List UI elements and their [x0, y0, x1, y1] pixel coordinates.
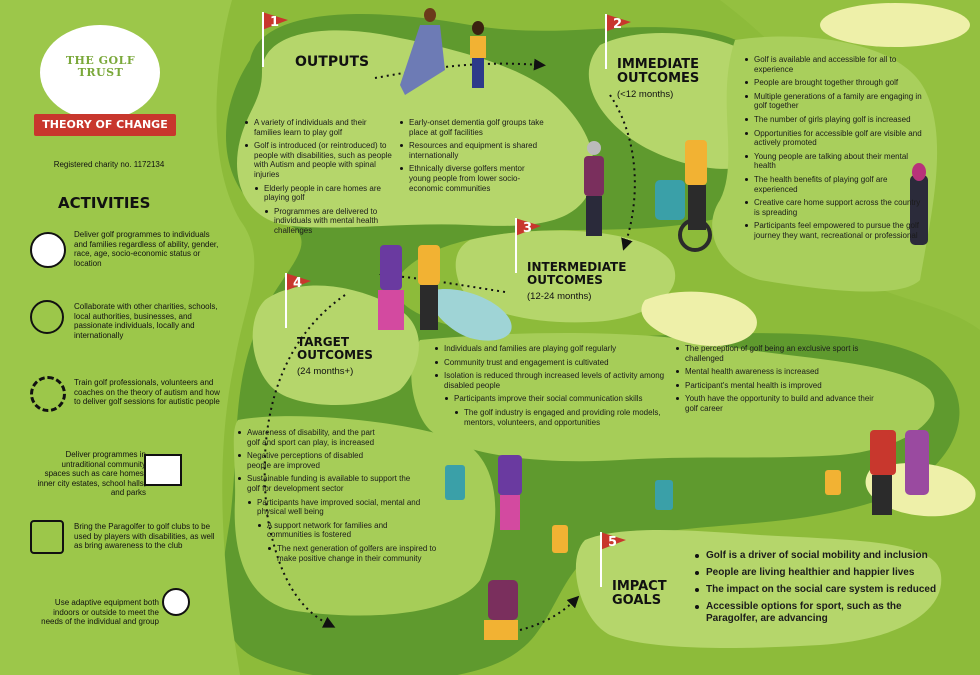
- list-item: Young people are talking about their men…: [745, 152, 925, 171]
- flag-number: 3: [523, 221, 533, 236]
- list-item: A support network for families and commu…: [258, 521, 427, 540]
- golf-club-icon: [162, 588, 190, 616]
- golf-ball-icon: [30, 232, 66, 268]
- activity-item: Collaborate with other charities, school…: [74, 302, 218, 340]
- list-item: Community trust and engagement is cultiv…: [435, 358, 665, 368]
- list-item: Multiple generations of a family are eng…: [745, 92, 925, 111]
- activity-item: Use adaptive equipment both indoors or o…: [41, 598, 159, 627]
- impact-title-line1: IMPACT: [612, 579, 667, 594]
- banner-text: THEORY OF CHANGE: [42, 118, 168, 131]
- activity-item: Deliver golf programmes to individuals a…: [74, 230, 219, 268]
- flag-4: 4: [285, 273, 315, 328]
- globe-person-icon: [30, 300, 64, 334]
- intermediate-left-list: Individuals and families are playing gol…: [435, 344, 665, 431]
- list-item: Youth have the opportunity to build and …: [676, 394, 881, 413]
- intermediate-title-line1: INTERMEDIATE: [527, 260, 627, 274]
- outputs-green: [237, 30, 594, 228]
- paragolfer-icon: [30, 520, 64, 554]
- outputs-left-list: A variety of individuals and their famil…: [245, 118, 395, 240]
- list-item: Programmes are delivered to individuals …: [265, 207, 395, 236]
- flag-5: 5: [600, 532, 630, 587]
- list-item: Awareness of disability, and the part go…: [238, 428, 387, 447]
- impact-title: IMPACT GOALS: [612, 580, 667, 607]
- list-item: People are brought together through golf: [745, 78, 925, 88]
- activity-item: Deliver programmes in untraditional comm…: [37, 450, 147, 498]
- list-item: A variety of individuals and their famil…: [245, 118, 395, 137]
- list-item: Early-onset dementia golf groups take pl…: [400, 118, 545, 137]
- flag-number: 1: [270, 15, 280, 30]
- list-item: Resources and equipment is shared intern…: [400, 141, 545, 160]
- list-item: Participants improve their social commun…: [445, 394, 665, 404]
- charity-number: Registered charity no. 1172134: [53, 160, 165, 169]
- list-item: Participants have improved social, menta…: [248, 498, 422, 517]
- flag-number: 2: [613, 17, 623, 32]
- list-item: Isolation is reduced through increased l…: [435, 371, 665, 390]
- list-item: The perception of golf being an exclusiv…: [676, 344, 881, 363]
- list-item: The health benefits of playing golf are …: [745, 175, 925, 194]
- flag-number: 4: [293, 276, 303, 291]
- immediate-title-line2: OUTCOMES: [617, 70, 700, 86]
- list-item: Opportunities for accessible golf are vi…: [745, 129, 925, 148]
- logo: [40, 25, 160, 120]
- list-item: The golf industry is engaged and providi…: [455, 408, 665, 427]
- activity-item: Bring the Paragolfer to golf clubs to be…: [74, 522, 215, 551]
- impact-list: Golf is a driver of social mobility and …: [695, 550, 940, 630]
- list-item: Ethnically diverse golfers mentor young …: [400, 164, 545, 193]
- impact-green: [575, 530, 942, 648]
- activity-item: Train golf professionals, volunteers and…: [74, 378, 220, 407]
- list-item: Individuals and families are playing gol…: [435, 344, 665, 354]
- list-item: The next generation of golfers are inspi…: [268, 544, 457, 563]
- list-item: Elderly people in care homes are playing…: [255, 184, 395, 203]
- logo-text: THE GOLF TRUST: [65, 54, 136, 80]
- target-list: Awareness of disability, and the part go…: [238, 428, 478, 567]
- list-item: Golf is available and accessible for all…: [745, 55, 925, 74]
- list-item: Mental health awareness is increased: [676, 367, 881, 377]
- flag-2: 2: [605, 14, 635, 69]
- list-item: People are living healthier and happier …: [695, 567, 940, 579]
- outputs-right-list: Early-onset dementia golf groups take pl…: [400, 118, 545, 197]
- flag-1: 1: [262, 12, 292, 67]
- immediate-title: IMMEDIATE OUTCOMES: [617, 58, 699, 85]
- immediate-period: (<12 months): [617, 89, 674, 100]
- outputs-title: OUTPUTS: [295, 54, 370, 70]
- activities-title: ACTIVITIES: [58, 194, 151, 212]
- gear-person-icon: [30, 376, 66, 412]
- list-item: Golf is introduced (or reintroduced) to …: [245, 141, 395, 179]
- list-item: The number of girls playing golf is incr…: [745, 115, 925, 125]
- target-title-line1: TARGET: [297, 335, 350, 349]
- sand-bunker: [820, 3, 970, 47]
- immediate-list: Golf is available and accessible for all…: [745, 55, 925, 245]
- list-item: Golf is a driver of social mobility and …: [695, 550, 940, 562]
- intermediate-title-line2: OUTCOMES: [527, 272, 603, 287]
- list-item: Participant's mental health is improved: [676, 381, 881, 391]
- flag-3: 3: [515, 218, 545, 273]
- theory-of-change-banner: [34, 114, 176, 136]
- water-hazard: [430, 289, 512, 341]
- impact-title-line2: GOALS: [612, 592, 662, 608]
- list-item: Creative care home support across the co…: [745, 198, 925, 217]
- target-title-line2: OUTCOMES: [297, 347, 373, 362]
- list-item: Sustainable funding is available to supp…: [238, 474, 417, 493]
- immediate-title-line1: IMMEDIATE: [617, 57, 700, 72]
- flag-number: 5: [608, 535, 618, 550]
- target-period: (24 months+): [297, 366, 354, 377]
- building-icon: [144, 454, 182, 486]
- golfer-figures: [378, 8, 929, 640]
- intermediate-right-list: The perception of golf being an exclusiv…: [676, 344, 881, 418]
- intermediate-title: INTERMEDIATE OUTCOMES: [527, 261, 626, 286]
- list-item: Participants feel empowered to pursue th…: [745, 221, 925, 240]
- intermediate-period: (12-24 months): [527, 291, 592, 302]
- target-green: [252, 285, 419, 405]
- intermediate-green: [455, 230, 676, 323]
- list-item: Negative perceptions of disabled people …: [238, 451, 387, 470]
- list-item: Accessible options for sport, such as th…: [695, 601, 940, 625]
- list-item: The impact on the social care system is …: [695, 584, 940, 596]
- sand-bunker: [641, 291, 757, 346]
- target-title: TARGET OUTCOMES: [297, 336, 373, 361]
